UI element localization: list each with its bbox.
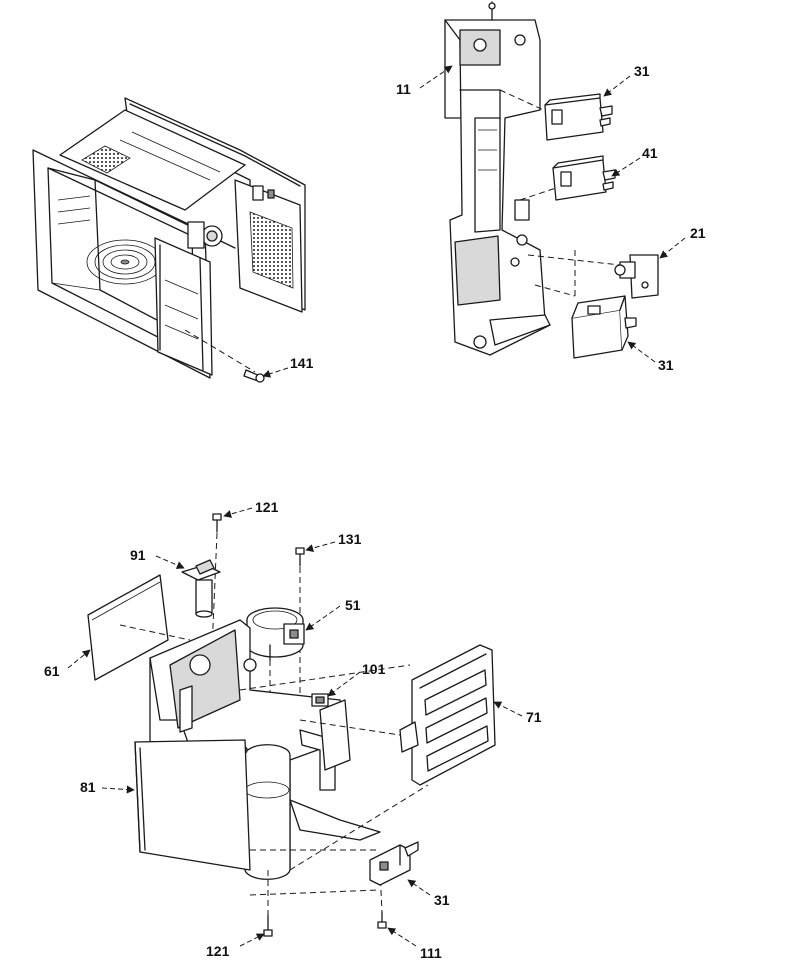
plate-61 <box>87 574 169 681</box>
latch-board-11 <box>444 1 551 356</box>
chassis-bracket <box>149 619 381 880</box>
callout-121-bottom: 121 <box>206 943 230 959</box>
microswitch-31-bottom <box>369 841 419 886</box>
microswitch-31-lower <box>571 295 637 359</box>
panel-71 <box>399 644 496 786</box>
callout-111: 111 <box>420 945 442 961</box>
microswitch-31-top <box>544 93 613 141</box>
callout-11: 11 <box>396 81 411 97</box>
turntable-rings <box>86 239 164 285</box>
screw-121-bottom <box>263 914 273 937</box>
callout-51: 51 <box>345 597 361 613</box>
connector-101 <box>311 693 329 707</box>
callout-141: 141 <box>290 355 314 371</box>
side-plate-81 <box>134 739 251 871</box>
screw-141 <box>243 369 265 383</box>
callout-121-top: 121 <box>255 499 279 515</box>
callout-91: 91 <box>130 547 146 563</box>
callout-21: 21 <box>690 225 706 241</box>
screw-111 <box>377 911 387 929</box>
callout-31-top: 31 <box>634 63 650 79</box>
callout-81: 81 <box>80 779 96 795</box>
callout-71: 71 <box>526 709 542 725</box>
side-vent-mesh <box>250 212 293 288</box>
leader-lines <box>67 65 686 947</box>
callout-31-lower: 31 <box>658 357 674 373</box>
callout-101: 101 <box>362 661 386 677</box>
callout-31-bottom: 31 <box>434 892 450 908</box>
callout-41: 41 <box>642 145 658 161</box>
screw-131 <box>295 547 305 567</box>
microswitch-41 <box>552 155 616 201</box>
lever-21 <box>614 254 659 299</box>
screw-121-top <box>212 513 222 533</box>
callout-131: 131 <box>338 531 362 547</box>
callout-61: 61 <box>44 663 60 679</box>
bracket-91 <box>181 559 221 618</box>
microwave-cavity-assembly <box>32 97 306 379</box>
motor-51 <box>246 607 305 661</box>
